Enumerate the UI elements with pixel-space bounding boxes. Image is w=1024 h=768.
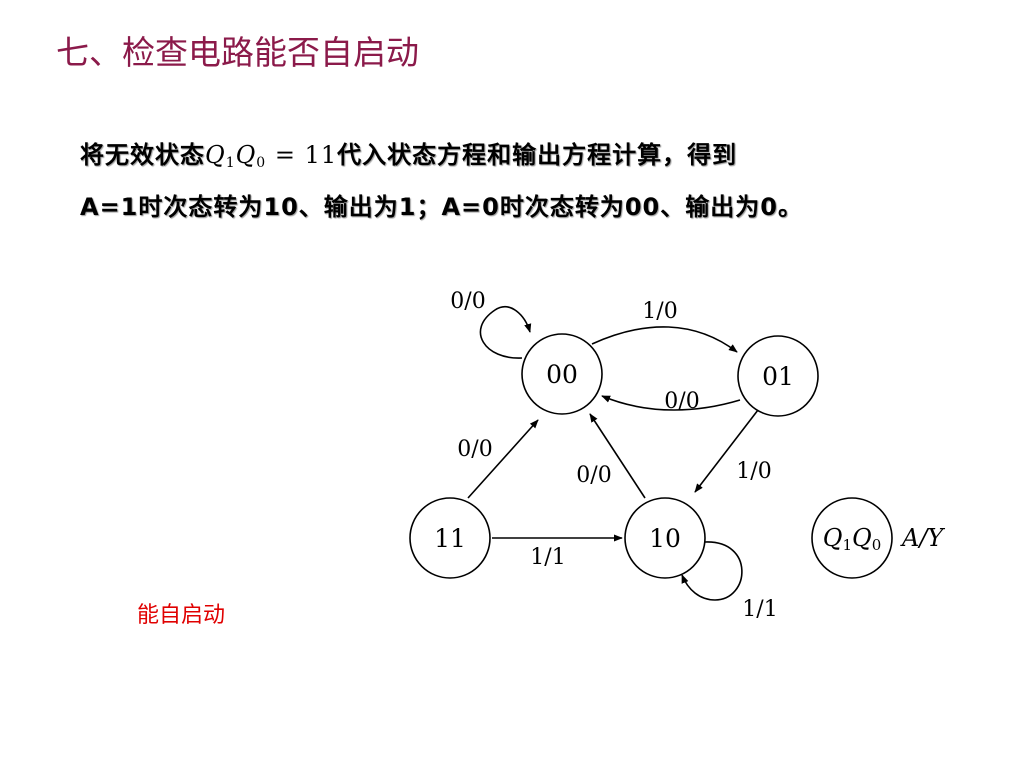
- label-01-to-10: 1/0: [736, 459, 771, 484]
- description-line-1: 将无效状态Q1Q0 = 11代入状态方程和输出方程计算，得到: [80, 133, 803, 185]
- label-10-to-00: 0/0: [576, 463, 611, 488]
- description-paragraph: 将无效状态Q1Q0 = 11代入状态方程和输出方程计算，得到 A=1时次态转为1…: [80, 133, 803, 229]
- state-00-circle: [521, 333, 603, 415]
- state-11-circle: [409, 497, 491, 579]
- eq-q0: Q: [235, 141, 257, 169]
- legend-ay-label: A/Y: [900, 524, 945, 552]
- line1-suffix: 代入状态方程和输出方程计算，得到: [337, 141, 738, 169]
- label-00-self: 0/0: [450, 289, 485, 314]
- state-10-label: 10: [649, 524, 681, 553]
- eq-rhs: = 11: [266, 141, 338, 169]
- label-00-to-01: 1/0: [642, 299, 677, 324]
- legend-state-label: Q1Q0: [823, 524, 881, 554]
- state-transition-diagram: 00 01 11 10 0/0 1/0 0/0 1/0 0/0 0/0 1/1 …: [409, 289, 945, 622]
- eq-q1: Q: [205, 141, 226, 169]
- line1-prefix: 将无效状态: [80, 141, 205, 169]
- edge-11-to-00: [467, 419, 539, 499]
- state-11-label: 11: [434, 524, 466, 553]
- label-11-to-00: 0/0: [457, 437, 492, 462]
- state-01-label: 01: [762, 362, 794, 391]
- edge-00-to-01: [591, 326, 738, 353]
- description-line-2: A=1时次态转为10、输出为1；A=0时次态转为00、输出为0。: [80, 193, 803, 221]
- state-10-circle: [624, 497, 706, 579]
- slide-title: 七、检查电路能否自启动: [56, 33, 419, 72]
- eq-sub1: 1: [225, 155, 236, 171]
- label-10-self: 1/1: [742, 597, 777, 622]
- eq-sub0: 0: [256, 155, 267, 171]
- state-01-circle: [737, 335, 819, 417]
- edge-01-to-10: [694, 409, 759, 493]
- edge-10-self: [681, 541, 743, 601]
- legend-circle: [811, 497, 893, 579]
- self-start-note: 能自启动: [137, 603, 226, 628]
- label-11-to-10: 1/1: [530, 545, 565, 570]
- state-equation: Q1Q0 = 11: [205, 141, 338, 171]
- state-00-label: 00: [546, 360, 578, 389]
- edge-00-self: [479, 306, 532, 359]
- label-01-to-00: 0/0: [664, 389, 699, 414]
- edge-10-to-00: [589, 413, 646, 499]
- edge-01-to-00: [601, 395, 741, 411]
